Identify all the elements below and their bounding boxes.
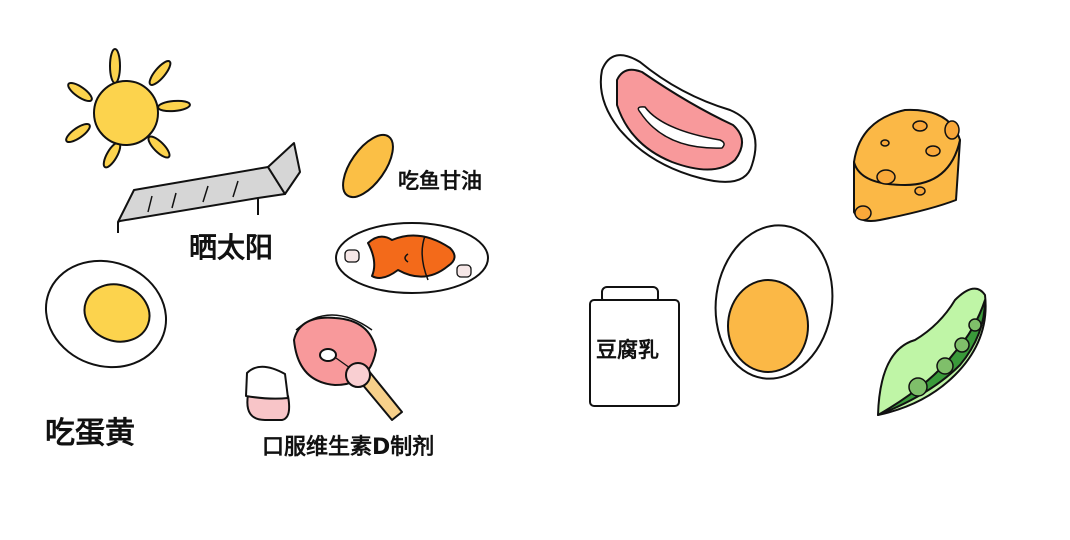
- egg-yolk-icon: [44, 259, 168, 369]
- fermented-tofu-jar-icon: [589, 286, 680, 407]
- fish-plate-icon: [335, 222, 489, 294]
- cheese-icon: [853, 108, 961, 222]
- label-fermented-tofu: 豆腐乳: [596, 338, 659, 362]
- medicine-cup-icon: [245, 365, 291, 421]
- deck-chair-icon: [117, 142, 301, 233]
- label-vitamin-d-supplement: 口服维生素D制剂: [262, 435, 435, 460]
- vitamin-d-drops-icon: [293, 314, 403, 421]
- label-sunbathe: 晒太阳: [189, 231, 274, 264]
- pea-pod-icon: [877, 287, 987, 416]
- label-egg-yolk: 吃蛋黄: [45, 416, 135, 451]
- meat-icon: [599, 54, 757, 183]
- sun-icon: [65, 48, 191, 169]
- boiled-egg-icon: [714, 224, 834, 380]
- fish-oil-capsule-icon: [342, 133, 394, 199]
- label-cod-liver-oil: 吃鱼甘油: [398, 169, 482, 193]
